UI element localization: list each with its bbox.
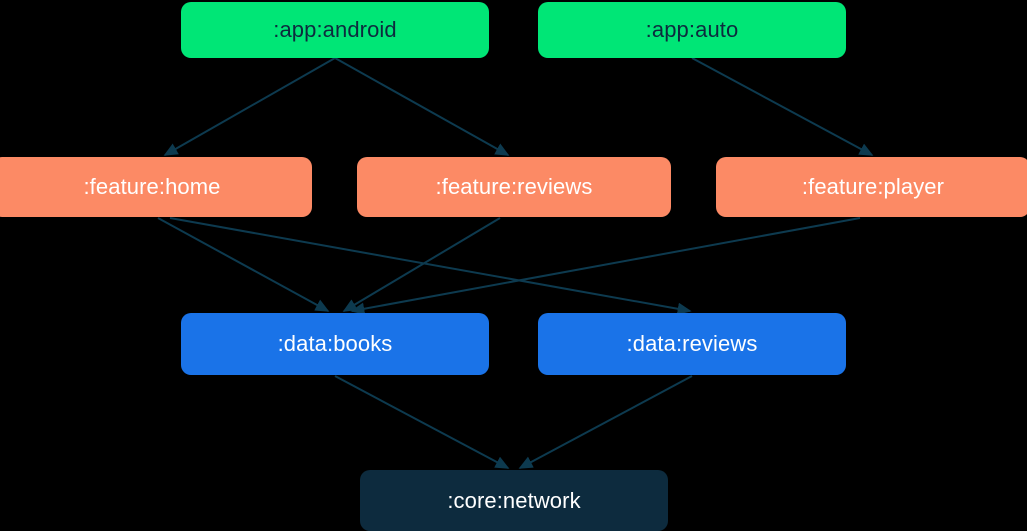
dependency-edge-data-reviews-to-core-network [518,375,693,469]
dependency-edge-app-auto-to-feature-player [691,57,874,156]
dependency-edge-app-android-to-feature-home [163,57,336,156]
module-node-feature-home[interactable]: :feature:home [0,157,312,217]
module-node-label: :feature:reviews [435,174,593,199]
module-node-label: :feature:player [801,174,945,199]
module-node-label: :core:network [447,487,581,513]
module-node-label: :app:auto [645,17,739,42]
module-node-data-books[interactable]: :data:books [181,313,489,375]
dependency-edge-app-android-to-feature-reviews [334,57,510,156]
dependency-edges [157,57,874,469]
module-node-label: :app:android [273,17,397,42]
dependency-edge-feature-home-to-data-books [157,217,330,312]
dependency-edge-feature-reviews-to-data-books [342,217,501,312]
module-node-app-android[interactable]: :app:android [181,2,489,58]
dependency-edge-feature-player-to-data-books [350,217,861,315]
module-node-data-reviews[interactable]: :data:reviews [538,313,846,375]
module-node-label: :data:reviews [626,331,758,356]
module-node-app-auto[interactable]: :app:auto [538,2,846,58]
module-node-label: :data:books [277,331,393,356]
module-node-feature-player[interactable]: :feature:player [716,157,1027,217]
module-node-label: :feature:home [83,174,221,199]
module-node-feature-reviews[interactable]: :feature:reviews [357,157,671,217]
module-node-core-network[interactable]: :core:network [360,470,668,531]
dependency-edge-data-books-to-core-network [334,375,510,469]
dependency-edge-feature-home-to-data-reviews [169,217,692,315]
